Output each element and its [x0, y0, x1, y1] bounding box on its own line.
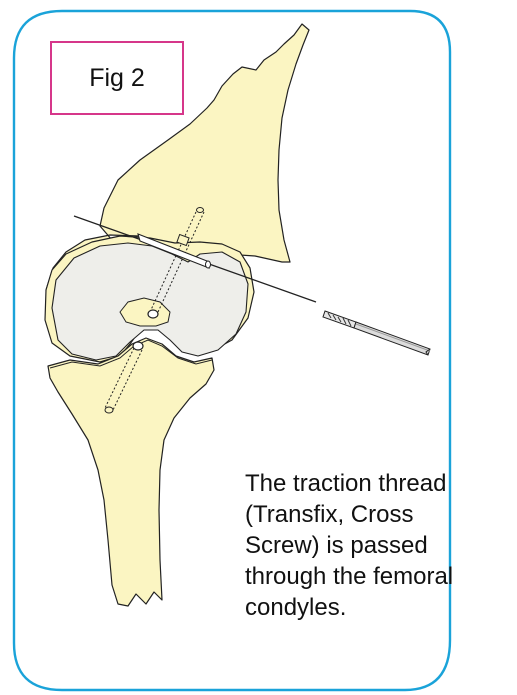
tibia-bone	[48, 338, 214, 606]
tunnel-entry-tibia	[133, 342, 143, 350]
tunnel-exit-tibia	[105, 407, 113, 413]
figure-label-box: Fig 2	[50, 41, 184, 115]
figure-caption: The traction thread (Transfix, Cross Scr…	[245, 468, 513, 623]
tunnel-exit-femur	[148, 310, 158, 318]
drill-bit	[323, 311, 430, 355]
caption-line: condyles.	[245, 592, 513, 623]
caption-line: through the femoral	[245, 561, 513, 592]
caption-line: Screw) is passed	[245, 530, 513, 561]
caption-line: The traction thread	[245, 468, 513, 499]
figure-label: Fig 2	[89, 64, 145, 93]
tunnel-entry-top	[197, 208, 204, 213]
caption-line: (Transfix, Cross	[245, 499, 513, 530]
sleeve-end	[206, 261, 211, 268]
